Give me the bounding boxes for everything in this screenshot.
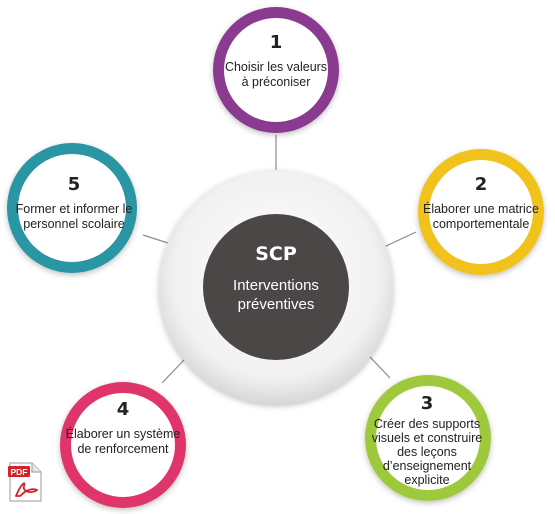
- step-4-inner-disc: [71, 393, 175, 497]
- step-1-inner-disc: [224, 18, 328, 122]
- step-3-line-3: des leçons: [397, 445, 457, 459]
- step-5-label: Former et informer le personnel scolaire: [6, 202, 142, 232]
- step-4-line-2: de renforcement: [77, 442, 169, 456]
- step-4-label: Élaborer un système de renforcement: [56, 427, 190, 457]
- center-label: SCP Interventions préventives: [206, 242, 346, 314]
- step-2-node: 2 Élaborer une matrice comportementale: [416, 174, 546, 232]
- step-3-line-1: Créer des supports: [373, 417, 481, 431]
- step-3-line-4: d’enseignement: [382, 459, 472, 473]
- connector-4: [161, 359, 185, 384]
- step-5-number: 5: [67, 174, 81, 195]
- step-5-node: 5 Former et informer le personnel scolai…: [6, 174, 142, 232]
- center-subtitle-line-1: Interventions: [233, 277, 319, 294]
- pdf-label: PDF: [11, 467, 28, 477]
- step-4-line-1: Élaborer un système: [65, 427, 181, 441]
- step-1-label: Choisir les valeurs à préconiser: [214, 60, 338, 90]
- center-subtitle-line-2: préventives: [237, 296, 315, 313]
- step-3-inner-disc: [376, 386, 480, 490]
- connector-5: [142, 234, 169, 244]
- step-4-node: 4 Élaborer un système de renforcement: [56, 399, 190, 457]
- pdf-download-icon[interactable]: PDF: [8, 462, 42, 502]
- step-5-line-1: Former et informer le: [15, 202, 133, 216]
- step-5-line-2: personnel scolaire: [23, 217, 125, 231]
- step-2-label: Élaborer une matrice comportementale: [416, 202, 546, 232]
- connector-2: [383, 231, 417, 248]
- step-2-line-1: Élaborer une matrice: [422, 202, 540, 216]
- center-circle: [203, 214, 349, 360]
- step-2-number: 2: [474, 174, 488, 195]
- step-5-inner-disc: [18, 154, 126, 262]
- step-3-number: 3: [420, 393, 434, 414]
- step-1-node: 1 Choisir les valeurs à préconiser: [214, 32, 338, 90]
- step-2-line-2: comportementale: [432, 217, 530, 231]
- connector-3: [369, 356, 391, 379]
- step-1-line-2: à préconiser: [241, 75, 311, 89]
- center-title: SCP: [255, 243, 297, 265]
- step-1-line-1: Choisir les valeurs: [224, 60, 328, 74]
- step-2-inner-disc: [429, 160, 533, 264]
- step-3-line-2: visuels et construire: [371, 431, 483, 445]
- step-3-label: Créer des supports visuels et construire…: [362, 417, 492, 487]
- step-4-number: 4: [116, 399, 130, 420]
- step-1-number: 1: [269, 32, 283, 53]
- step-3-node: 3 Créer des supports visuels et construi…: [362, 393, 492, 487]
- step-3-line-5: explicite: [404, 473, 450, 487]
